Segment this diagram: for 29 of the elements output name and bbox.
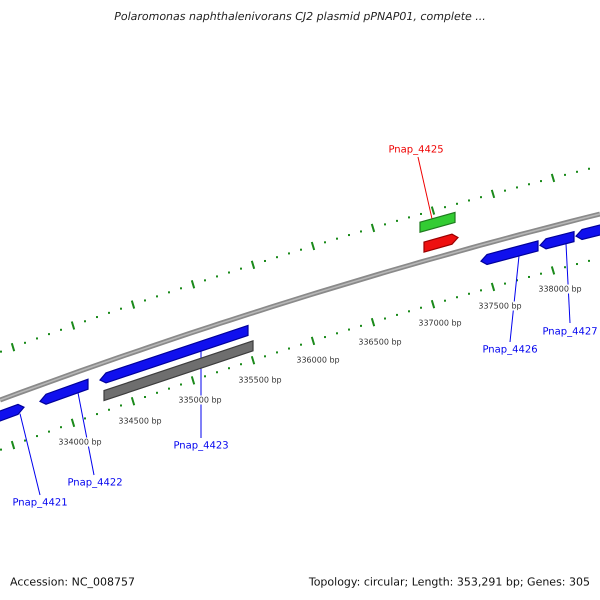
- gene-label: Pnap_4422: [67, 478, 123, 488]
- leader-line: [418, 156, 432, 220]
- leader-line: [566, 243, 570, 324]
- gene-label: Pnap_4425: [388, 144, 444, 156]
- scale-label: 337500 bp: [477, 302, 523, 310]
- gene-segment: [39, 378, 89, 405]
- gene-label: Pnap_4421: [12, 498, 68, 508]
- gene-segment: [575, 222, 600, 240]
- leader-line: [78, 392, 94, 476]
- scale-label: 336000 bp: [295, 356, 341, 364]
- gene-label: Pnap_4427: [542, 326, 598, 338]
- gene-label: Pnap_4426: [482, 344, 538, 356]
- scale-label: 335000 bp: [177, 396, 223, 404]
- scale-label: 334500 bp: [117, 416, 163, 426]
- scale-label: 337000 bp: [417, 318, 463, 328]
- footer-text: Topology: circular; Length: 353,291 bp; Genes: 305: [308, 576, 591, 588]
- gene-label: Pnap_4423: [173, 440, 229, 452]
- scale-label: 334000 bp: [57, 438, 103, 446]
- gene-segment: [539, 230, 575, 250]
- scale-label: 338000 bp: [537, 284, 583, 294]
- scale-label: 335500 bp: [237, 376, 283, 384]
- gene-segment: [423, 234, 459, 253]
- gene-segment: [480, 240, 539, 266]
- leader-line: [20, 413, 40, 496]
- leader-line: [510, 255, 520, 342]
- footer-text: Accession: NC_008757: [9, 576, 136, 588]
- gene-segment: [419, 212, 456, 233]
- scale-label: 336500 bp: [357, 338, 403, 346]
- diagram-title: Polaromonas naphthalenivorans CJ2 plasmid pPNAP01, complete ...: [114, 10, 486, 23]
